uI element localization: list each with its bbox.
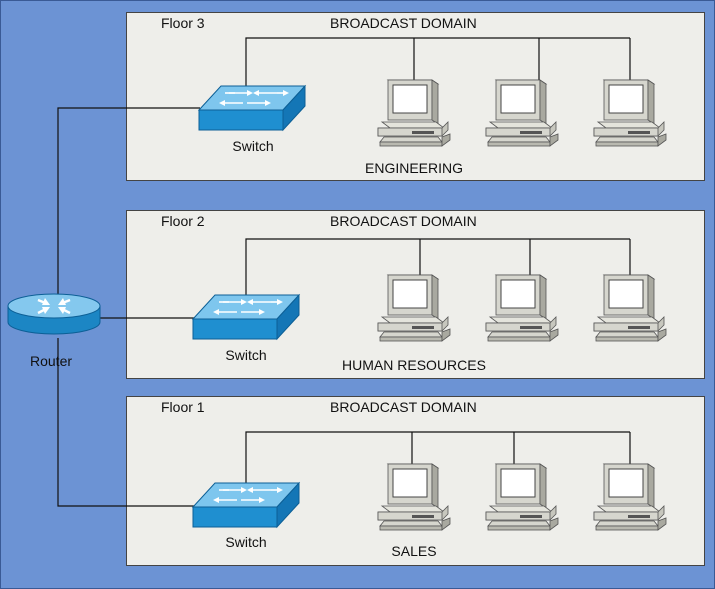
floor-1-switch-label: Switch <box>225 534 267 550</box>
floor-1-pc-3-icon[interactable] <box>593 463 667 531</box>
floor-3-switch-label: Switch <box>232 138 274 154</box>
floor-3-pc-1-icon[interactable] <box>377 79 451 147</box>
floor-1-switch-icon[interactable] <box>192 482 300 528</box>
floor-2-pc-2-icon[interactable] <box>485 274 559 342</box>
floor-2-switch-icon[interactable] <box>192 294 300 340</box>
link-router-floor1 <box>57 338 194 507</box>
floor-3-name: Floor 3 <box>161 15 205 31</box>
floor-2-bus <box>245 238 631 296</box>
floor-3-domain-label: BROADCAST DOMAIN <box>330 15 477 31</box>
floor-3-switch-icon[interactable] <box>198 85 306 131</box>
floor-2-switch-label: Switch <box>225 347 267 363</box>
floor-1-bus <box>245 431 631 484</box>
floor-3-pc-2-icon[interactable] <box>485 79 559 147</box>
floor-1-pc-1-icon[interactable] <box>377 463 451 531</box>
floor-2-pc-3-icon[interactable] <box>593 274 667 342</box>
floor-1-pc-2-icon[interactable] <box>485 463 559 531</box>
floor-3-bus <box>245 37 631 88</box>
floor-3-pc-3-icon[interactable] <box>593 79 667 147</box>
floor-2-name: Floor 2 <box>161 213 205 229</box>
floor-1-name: Floor 1 <box>161 399 205 415</box>
floor-3-department: ENGINEERING <box>364 160 464 176</box>
floor-1-domain-label: BROADCAST DOMAIN <box>330 399 477 415</box>
floor-1-department: SALES <box>391 543 437 559</box>
router-icon[interactable] <box>7 293 101 335</box>
link-router-floor3 <box>57 107 200 300</box>
floor-2-department: HUMAN RESOURCES <box>342 357 486 373</box>
floor-2-domain-label: BROADCAST DOMAIN <box>330 213 477 229</box>
router-label: Router <box>30 353 73 369</box>
floor-2-pc-1-icon[interactable] <box>377 274 451 342</box>
